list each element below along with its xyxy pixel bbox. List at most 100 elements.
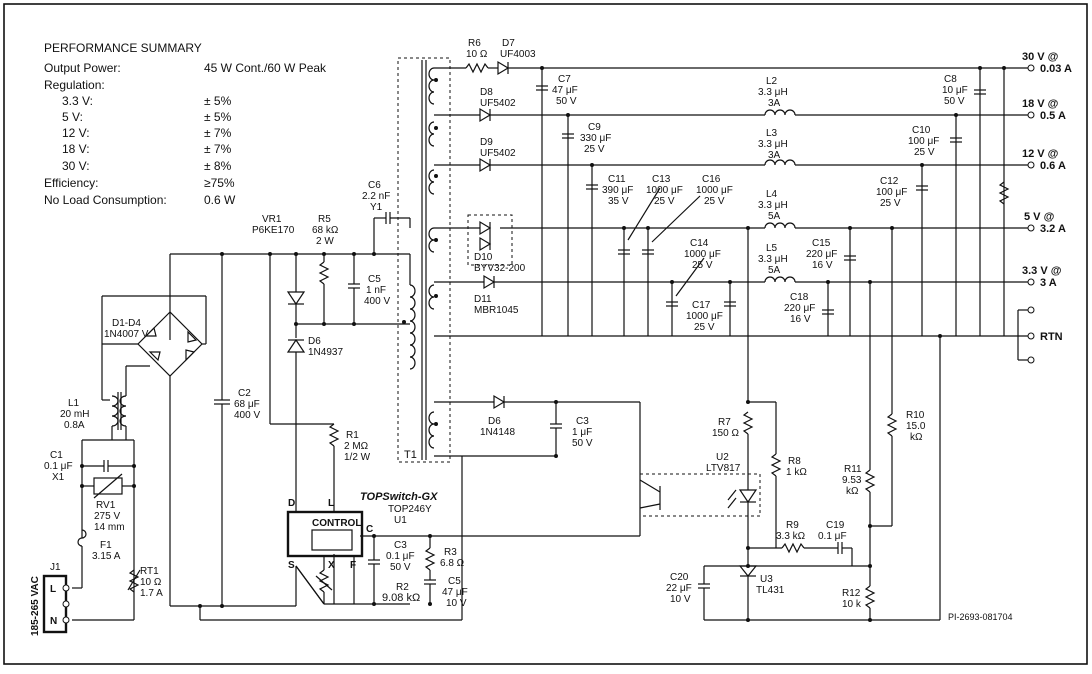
d8-label: D8 xyxy=(480,87,493,98)
r2-label: R2 xyxy=(396,582,409,593)
pin-l-label: L xyxy=(328,498,334,509)
l1-current: 0.8A xyxy=(64,420,85,431)
c10-label: C10 xyxy=(912,125,931,136)
summary-value: 0.6 W xyxy=(204,193,236,207)
c2-label: C2 xyxy=(238,388,251,399)
r12-value: 10 k xyxy=(842,599,862,610)
c17-value: 1000 μF xyxy=(686,311,723,322)
c18-voltage: 16 V xyxy=(790,314,811,325)
c3b-value: 0.1 μF xyxy=(386,551,415,562)
r10-label: R10 xyxy=(906,410,925,421)
pin-c-label: C xyxy=(366,524,373,535)
component-labels-feedback: R7 150 Ω R8 1 kΩ U2 LTV817 R10 15.0 kΩ R… xyxy=(666,410,1013,622)
c5a-voltage: 400 V xyxy=(364,296,390,307)
r7-value: 150 Ω xyxy=(712,428,739,439)
l5-label: L5 xyxy=(766,243,778,254)
summary-label: 3.3 V: xyxy=(62,94,93,108)
u3-label: U3 xyxy=(760,574,773,585)
c9-voltage: 25 V xyxy=(584,144,605,155)
l2-current: 3A xyxy=(768,98,781,109)
c12-label: C12 xyxy=(880,176,899,187)
c8-voltage: 50 V xyxy=(944,96,965,107)
r5-label: R5 xyxy=(318,214,331,225)
c12-voltage: 25 V xyxy=(880,198,901,209)
r6-value: 10 Ω xyxy=(466,49,488,60)
c19-label: C19 xyxy=(826,520,845,531)
u1-part: TOP246Y xyxy=(388,504,432,515)
l4-label: L4 xyxy=(766,189,778,200)
l4-current: 5A xyxy=(768,211,781,222)
c3a-value: 1 μF xyxy=(572,427,592,438)
c5a-value: 1 nF xyxy=(366,285,386,296)
c5a-label: C5 xyxy=(368,274,381,285)
output-3v3-current: 3 A xyxy=(1040,277,1057,289)
output-5v-label: 5 V @ xyxy=(1024,211,1055,223)
figure-id: PI-2693-081704 xyxy=(948,612,1013,622)
r5-value: 68 kΩ xyxy=(312,225,339,236)
d9-value: UF5402 xyxy=(480,148,516,159)
c15-value: 220 μF xyxy=(806,249,837,260)
d1d4-value: 1N4007 V xyxy=(104,329,149,340)
c6-class: Y1 xyxy=(370,202,383,213)
primary-junctions xyxy=(80,252,558,608)
c5b-voltage: 10 V xyxy=(446,598,467,609)
vr1-label: VR1 xyxy=(262,214,282,225)
output-12v-current: 0.6 A xyxy=(1040,160,1066,172)
rt1-value: 10 Ω xyxy=(140,577,162,588)
r12-label: R12 xyxy=(842,588,861,599)
transformer-outline xyxy=(397,57,451,463)
c7-value: 47 μF xyxy=(552,85,578,96)
d7-value: UF4003 xyxy=(500,49,536,60)
r9-value: 3.3 kΩ xyxy=(776,531,806,542)
d11-value: MBR1045 xyxy=(474,305,519,316)
r3-value: 6.8 Ω xyxy=(440,558,465,569)
summary-value: ≥75% xyxy=(204,176,235,190)
r11-unit: kΩ xyxy=(846,486,859,497)
output-3v3-label: 3.3 V @ xyxy=(1022,265,1062,277)
c14-label: C14 xyxy=(690,238,709,249)
l3-label: L3 xyxy=(766,128,778,139)
c11-voltage: 35 V xyxy=(608,196,629,207)
summary-value: ± 7% xyxy=(204,126,232,140)
c8-value: 10 μF xyxy=(942,85,968,96)
c3a-label: C3 xyxy=(576,416,589,427)
c16-voltage: 25 V xyxy=(704,196,725,207)
r8-label: R8 xyxy=(788,456,801,467)
c6-label: C6 xyxy=(368,180,381,191)
d9-label: D9 xyxy=(480,137,493,148)
c13-value: 1000 μF xyxy=(646,185,683,196)
r1-label: R1 xyxy=(346,430,359,441)
c10-voltage: 25 V xyxy=(914,147,935,158)
c7-voltage: 50 V xyxy=(556,96,577,107)
primary-wiring xyxy=(72,212,641,621)
rt1-label: RT1 xyxy=(140,566,159,577)
summary-label: Output Power: xyxy=(44,61,121,75)
l1-value: 20 mH xyxy=(60,409,89,420)
ac-input-label: 185-265 VAC xyxy=(30,576,41,636)
d6b-value: 1N4148 xyxy=(480,427,515,438)
c5b-label: C5 xyxy=(448,576,461,587)
component-labels-primary: C6 2.2 nF Y1 VR1 P6KE170 R5 68 kΩ 2 W C5… xyxy=(44,180,593,609)
c19-value: 0.1 μF xyxy=(818,531,847,542)
summary-label: 30 V: xyxy=(62,159,90,173)
summary-value: ± 8% xyxy=(204,159,232,173)
rv1-value: 275 V xyxy=(94,511,120,522)
r9-label: R9 xyxy=(786,520,799,531)
f1-value: 3.15 A xyxy=(92,551,121,562)
d10-label: D10 xyxy=(474,252,493,263)
c14-voltage: 25 V xyxy=(692,260,713,271)
d6a-value: 1N4937 xyxy=(308,347,343,358)
summary-value: 45 W Cont./60 W Peak xyxy=(204,61,327,75)
output-labels: 30 V @ 0.03 A 18 V @ 0.5 A 12 V @ 0.6 A … xyxy=(1022,51,1072,343)
c3b-voltage: 50 V xyxy=(390,562,411,573)
vr1-value: P6KE170 xyxy=(252,225,295,236)
pin-f-label: F xyxy=(350,560,356,571)
u2-value: LTV817 xyxy=(706,463,741,474)
control-label: CONTROL xyxy=(312,518,361,529)
summary-label: Regulation: xyxy=(44,78,105,92)
j1-pin-n: N xyxy=(50,616,57,627)
c13-voltage: 25 V xyxy=(654,196,675,207)
feedback-wiring xyxy=(639,228,941,621)
c17-voltage: 25 V xyxy=(694,322,715,333)
c17-label: C17 xyxy=(692,300,711,311)
